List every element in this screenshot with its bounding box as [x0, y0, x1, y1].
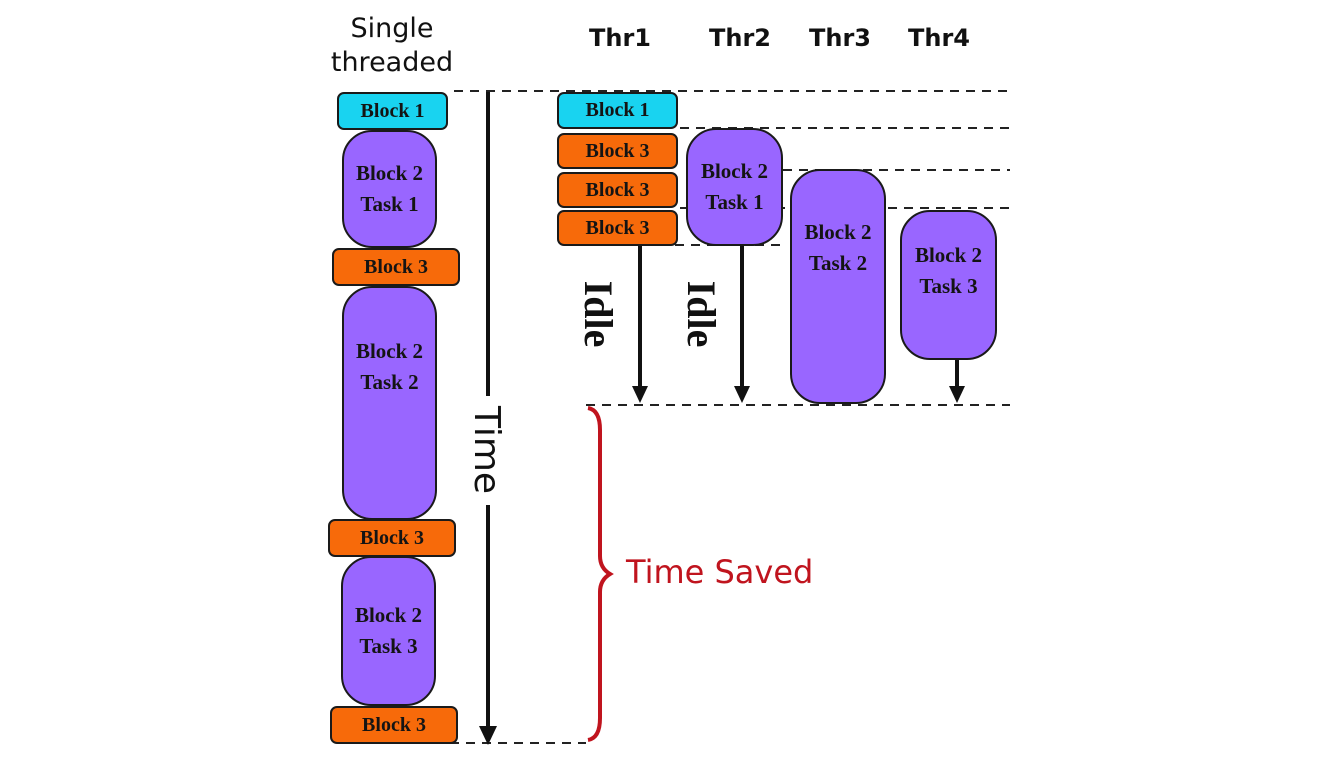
header-thr4: Thr4	[908, 24, 970, 52]
single-block3: Block 3	[332, 248, 460, 286]
thr2-block2-task1: Block 2 Task 1	[686, 128, 783, 246]
thr1-block1: Block 1	[557, 92, 678, 129]
thr4-block2-task3: Block 2 Task 3	[900, 210, 997, 360]
time-axis-label: Time	[464, 396, 508, 504]
idle-label-thr2: Idle	[679, 280, 724, 348]
idle-arrow-thr2-head	[734, 386, 750, 403]
header-thr3: Thr3	[809, 24, 871, 52]
idle-arrow-thr1-head	[632, 386, 648, 403]
time-saved-brace	[587, 406, 614, 742]
single-block3: Block 3	[328, 519, 456, 557]
header-single-threaded: Single threaded	[330, 13, 454, 78]
idle-label-thr1: Idle	[576, 280, 621, 348]
thr1-block3: Block 3	[557, 210, 678, 246]
idle-arrow-thr4-head	[949, 386, 965, 403]
header-thr1: Thr1	[589, 24, 651, 52]
thr1-block3: Block 3	[557, 133, 678, 169]
thr1-block3: Block 3	[557, 172, 678, 208]
single-block2-task3: Block 2 Task 3	[341, 556, 436, 706]
time-axis-arrowhead	[479, 726, 497, 745]
single-block2-task1: Block 2 Task 1	[342, 130, 437, 248]
thr3-block2-task2: Block 2 Task 2	[790, 169, 886, 404]
single-block1: Block 1	[337, 92, 448, 130]
time-saved-label: Time Saved	[626, 553, 814, 591]
single-block2-task2: Block 2 Task 2	[342, 286, 437, 520]
header-thr2: Thr2	[709, 24, 771, 52]
single-block3: Block 3	[330, 706, 458, 744]
